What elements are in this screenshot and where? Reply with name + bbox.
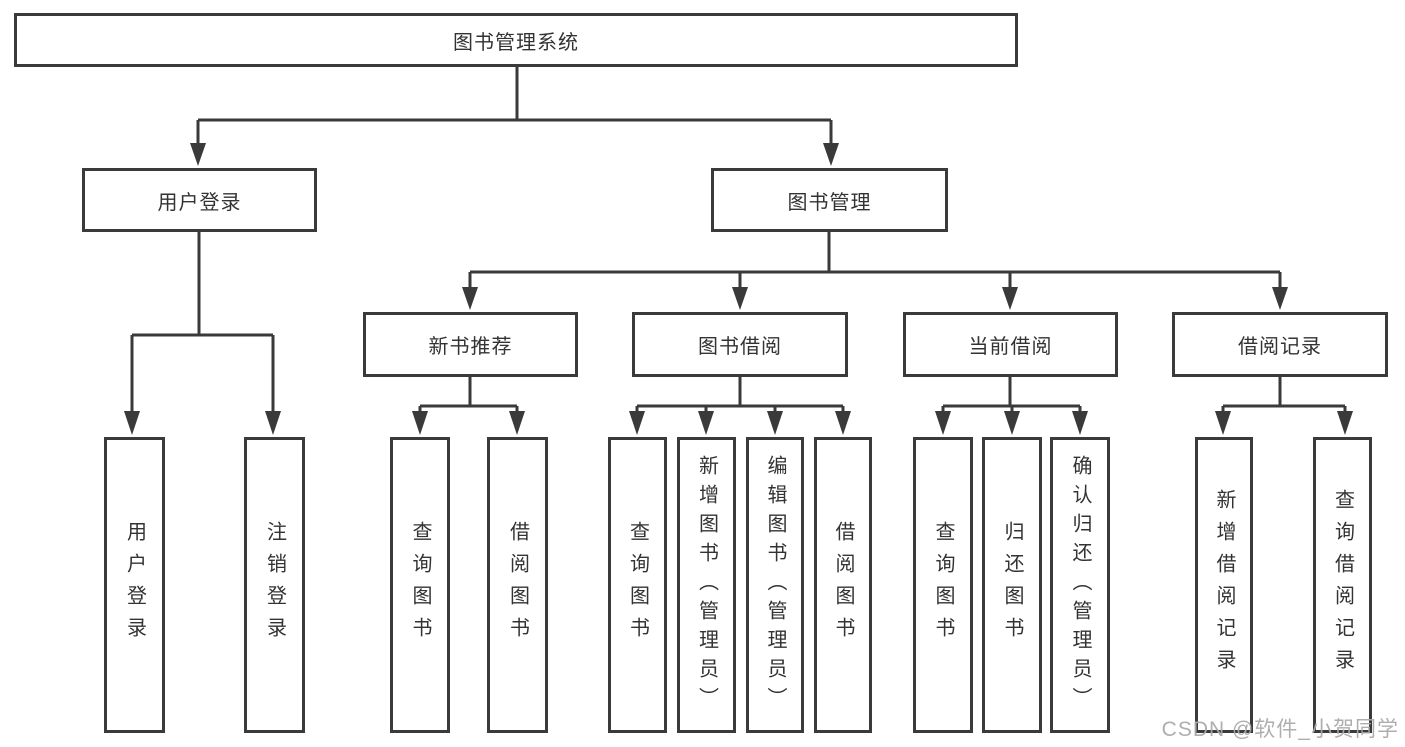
leaf-return-book: 归还图书 xyxy=(982,437,1042,733)
leaf-query-book-newrec-label: 查询图书 xyxy=(409,521,431,649)
leaf-user-login-label: 用户登录 xyxy=(123,521,146,649)
leaf-edit-book-admin: 编辑图书（管理员） xyxy=(746,437,804,733)
node-new-book-recommendation: 新书推荐 xyxy=(363,312,578,377)
node-borrowing-records: 借阅记录 xyxy=(1172,312,1388,377)
leaf-query-borrow-record-label: 查询借阅记录 xyxy=(1331,489,1354,681)
leaf-return-book-label: 归还图书 xyxy=(1001,521,1023,649)
node-book-borrowing-label: 图书借阅 xyxy=(698,336,782,358)
node-book-management-label: 图书管理 xyxy=(787,191,872,214)
leaf-query-book-current: 查询图书 xyxy=(913,437,973,733)
node-user-login-label: 用户登录 xyxy=(157,191,242,214)
node-borrowing-records-label: 借阅记录 xyxy=(1238,336,1322,358)
leaf-add-book-admin-label: 新增图书（管理员） xyxy=(695,454,718,716)
node-new-book-recommendation-label: 新书推荐 xyxy=(428,336,513,358)
leaf-confirm-return-admin: 确认归还（管理员） xyxy=(1050,437,1110,733)
leaf-add-borrow-record: 新增借阅记录 xyxy=(1195,437,1253,733)
leaf-query-book-borrow-label: 查询图书 xyxy=(626,521,649,649)
node-current-borrowing: 当前借阅 xyxy=(903,312,1118,377)
leaf-add-book-admin: 新增图书（管理员） xyxy=(677,437,736,733)
node-user-login: 用户登录 xyxy=(82,168,317,232)
node-book-borrowing: 图书借阅 xyxy=(632,312,848,377)
leaf-edit-book-admin-label: 编辑图书（管理员） xyxy=(764,454,786,716)
leaf-confirm-return-admin-label: 确认归还（管理员） xyxy=(1069,454,1091,716)
leaf-borrow-book-borrow-label: 借阅图书 xyxy=(832,521,854,649)
csdn-watermark: CSDN @软件_小贺同学 xyxy=(1161,718,1399,741)
leaf-logout: 注销登录 xyxy=(244,437,305,733)
node-root-label: 图书管理系统 xyxy=(453,31,579,54)
leaf-query-book-newrec: 查询图书 xyxy=(390,437,450,733)
node-root-library-system: 图书管理系统 xyxy=(14,13,1018,67)
leaf-user-login: 用户登录 xyxy=(104,437,165,733)
leaf-query-borrow-record: 查询借阅记录 xyxy=(1313,437,1372,733)
leaf-query-book-borrow: 查询图书 xyxy=(608,437,667,733)
leaf-logout-label: 注销登录 xyxy=(263,521,286,649)
leaf-add-borrow-record-label: 新增借阅记录 xyxy=(1213,489,1235,681)
node-book-management: 图书管理 xyxy=(711,168,948,232)
leaf-borrow-book-newrec-label: 借阅图书 xyxy=(506,521,529,649)
leaf-borrow-book-borrow: 借阅图书 xyxy=(814,437,872,733)
leaf-query-book-current-label: 查询图书 xyxy=(932,521,954,649)
leaf-borrow-book-newrec: 借阅图书 xyxy=(487,437,548,733)
node-current-borrowing-label: 当前借阅 xyxy=(968,336,1053,358)
